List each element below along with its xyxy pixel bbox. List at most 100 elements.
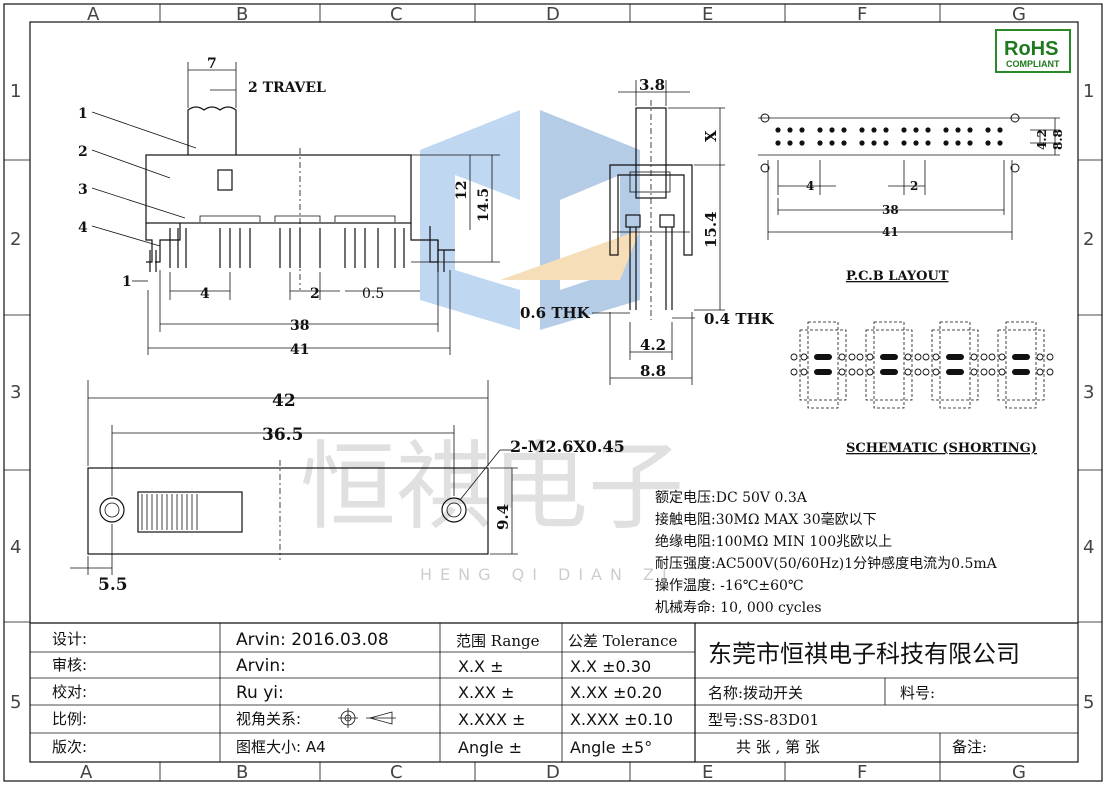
pcb-hole (985, 127, 991, 133)
pcb-hole (967, 140, 973, 146)
dim-12: 12 (454, 181, 470, 200)
mount-hole (760, 163, 770, 173)
watermark-text: 恒祺电子 HENG QI DIAN ZI (300, 431, 684, 584)
side-view: 7 2 TRAVEL 12 14.5 1 2 3 4 1 4 2 0.5 (78, 56, 500, 358)
title-block: 设计: 审核: 校对: 比例: 版次: Arvin: 2016.03.08 Ar… (30, 622, 1078, 762)
rohs-badge: RoHS COMPLIANT (995, 29, 1071, 73)
schematic: SCHEMATIC (SHORTING) (790, 321, 1054, 456)
end-dim-x: X (702, 130, 720, 142)
end-dim-15-4: 15.4 (702, 211, 720, 248)
label-scale: 比例: (52, 710, 87, 728)
sheet-count: 共 张 , 第 张 (736, 738, 820, 756)
schematic-title: SCHEMATIC (SHORTING) (846, 441, 1037, 456)
range-row-4: Angle ± (458, 738, 522, 757)
range-row-2: X.XX ± (458, 683, 514, 702)
pcb-title: P.C.B LAYOUT (846, 269, 949, 284)
travel-label: 2 TRAVEL (248, 80, 326, 96)
part-number-label: 料号: (900, 684, 935, 702)
pcb-hole (841, 127, 847, 133)
pcb-hole (913, 127, 919, 133)
watermark-en: HENG QI DIAN ZI (420, 565, 675, 584)
spec-life: 机械寿命: 10, 000 cycles (655, 599, 822, 616)
pcb-hole (859, 140, 865, 146)
pcb-hole (787, 127, 793, 133)
dim-7: 7 (207, 56, 217, 72)
pcb-hole (997, 127, 1003, 133)
spec-temperature: 操作温度: -16℃±60℃ (655, 578, 804, 594)
pcb-hole (913, 140, 919, 146)
spec-contact-resistance: 接触电阻:30MΩ MAX 30毫欧以下 (655, 511, 877, 528)
pcb-dim-38: 38 (882, 203, 899, 217)
pcb-hole (859, 127, 865, 133)
pcb-hole (883, 127, 889, 133)
pcb-hole (841, 140, 847, 146)
pcb-hole (943, 140, 949, 146)
grid-col-d: D (546, 4, 560, 25)
rohs-main: RoHS (1004, 38, 1058, 60)
thk-0-6: 0.6 THK (520, 304, 591, 322)
grid-columns-bottom: A B C D E F G (80, 762, 1026, 783)
pcb-hole (955, 127, 961, 133)
grid-col-g: G (1012, 4, 1026, 25)
value-review: Arvin: (236, 656, 286, 676)
pcb-hole (901, 140, 907, 146)
pcb-hole (871, 140, 877, 146)
dim-4: 4 (200, 286, 210, 302)
grid-col-d-bottom: D (546, 762, 560, 783)
tol-row-1: X.X ±0.30 (570, 657, 651, 676)
spec-insulation: 绝缘电阻:100MΩ MIN 100兆欧以上 (655, 534, 892, 550)
pcb-hole (925, 140, 931, 146)
grid-col-e-bottom: E (702, 762, 713, 783)
callout-2: 2 (78, 144, 88, 160)
callout-3: 3 (78, 182, 88, 198)
pcb-hole (775, 127, 781, 133)
end-dim-3-8: 3.8 (639, 76, 665, 94)
label-revision: 版次: (52, 738, 87, 756)
range-row-1: X.X ± (458, 657, 504, 676)
dim-2: 2 (310, 286, 320, 302)
pcb-hole (967, 127, 973, 133)
grid-col-c: C (390, 4, 403, 25)
pcb-hole (817, 127, 823, 133)
dim-1: 1 (122, 274, 132, 290)
top-view: 42 36.5 2-M2.6X0.45 9.4 5.5 (70, 380, 625, 595)
grid-row-2-right: 2 (1083, 229, 1094, 250)
pcb-hole (955, 140, 961, 146)
grid-col-f: F (857, 4, 867, 25)
tol-row-4: Angle ±5° (570, 738, 652, 757)
watermark-logo (420, 110, 640, 330)
grid-row-1: 1 (10, 81, 21, 102)
grid-col-e: E (702, 4, 713, 25)
range-header: 范围 Range (456, 632, 540, 650)
pcb-hole (817, 140, 823, 146)
inner-border (29, 21, 1079, 763)
pcb-hole (799, 127, 805, 133)
model-number: 型号:SS-83D01 (708, 711, 819, 729)
callout-1: 1 (78, 106, 88, 122)
top-dim-9-4: 9.4 (494, 504, 512, 530)
tolerance-header: 公差 Tolerance (568, 632, 677, 650)
company-name: 东莞市恒祺电子科技有限公司 (708, 640, 1020, 668)
schematic-pole (988, 321, 1054, 409)
grid-rows-left: 1 2 3 4 5 (4, 81, 30, 713)
pcb-dim-4: 4 (806, 179, 814, 193)
grid-col-c-bottom: C (390, 762, 403, 783)
pcb-hole (829, 127, 835, 133)
dim-0-5: 0.5 (362, 286, 384, 302)
grid-col-f-bottom: F (857, 762, 867, 783)
spec-dielectric: 耐压强度:AC500V(50/60Hz)1分钟感度电流为0.5mA (655, 555, 998, 572)
thk-0-4: 0.4 THK (704, 310, 775, 328)
grid-col-a-bottom: A (80, 762, 93, 783)
pcb-hole (871, 127, 877, 133)
specs: 额定电压:DC 50V 0.3A 接触电阻:30MΩ MAX 30毫欧以下 绝缘… (655, 490, 998, 616)
pcb-layout: 4.2 8.8 4 2 38 41 P.C.B LAYOUT (758, 113, 1065, 284)
label-proof: 校对: (52, 683, 87, 701)
pcb-dim-4-2: 4.2 (1035, 129, 1049, 150)
pcb-hole (883, 140, 889, 146)
spec-voltage: 额定电压:DC 50V 0.3A (655, 490, 808, 506)
value-design: Arvin: 2016.03.08 (236, 630, 389, 650)
value-projection: 视角关系: (236, 710, 301, 728)
pcb-hole (985, 140, 991, 146)
rohs-sub: COMPLIANT (1006, 59, 1060, 69)
